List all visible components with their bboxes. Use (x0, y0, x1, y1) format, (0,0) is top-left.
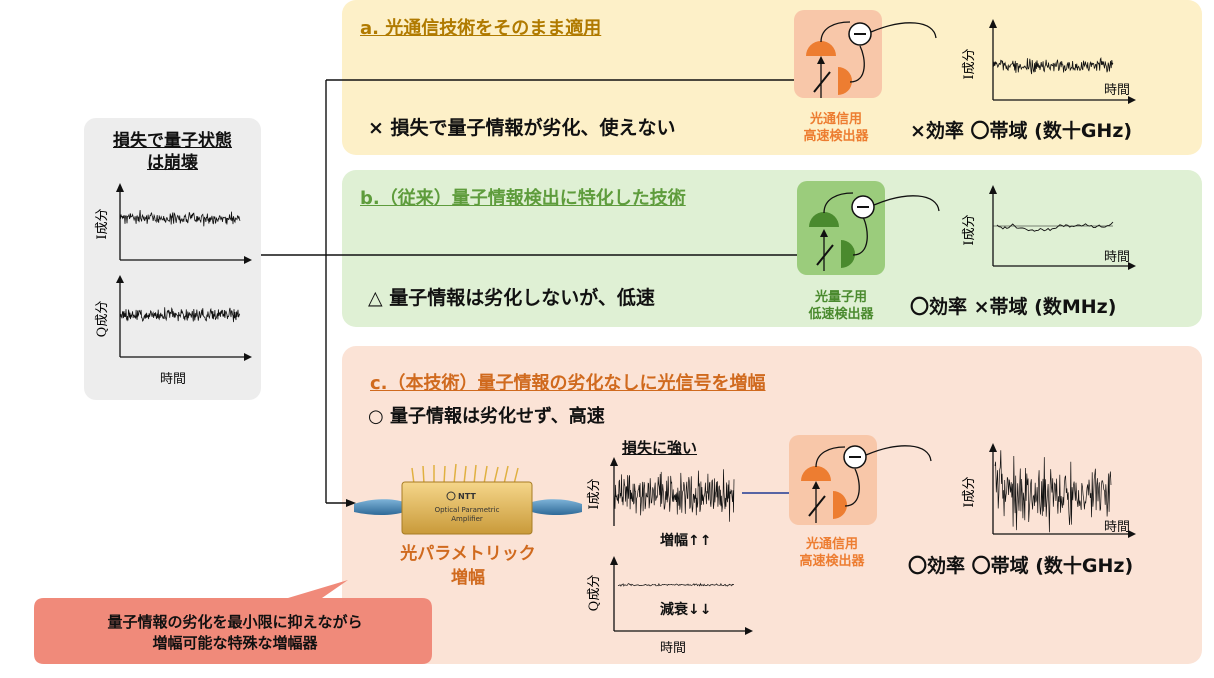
panel-a (342, 0, 1202, 155)
callout-line2: 増幅可能な特殊な増幅器 (152, 634, 318, 652)
photodiode-top-icon (809, 212, 839, 227)
panel-c-i-label: I成分 (587, 478, 602, 509)
panel-a-efficiency-band: ×効率 〇帯域 (数十GHz) (910, 120, 1133, 142)
panel-c-i-plot: I成分 (587, 457, 735, 526)
amplifier-brand: NTT (458, 492, 476, 501)
detector-c-label: 光通信用 高速検出器 (799, 537, 865, 569)
callout-text: 量子情報の劣化を最小限に抑えながら 増幅可能な特殊な増幅器 (34, 612, 436, 654)
amplifier-text-line1: Optical Parametric (435, 506, 500, 514)
panel-b (342, 170, 1202, 327)
input-x-label: 時間 (160, 372, 187, 387)
panel-b-result: △ 量子情報は劣化しないが、低速 (368, 287, 655, 309)
panel-b-heading: b.（従来）量子情報検出に特化した技術 (360, 188, 686, 209)
photodiode-right-icon (833, 491, 847, 519)
panel-b-x-label: 時間 (1104, 250, 1131, 265)
robust-label: 損失に強い (622, 439, 698, 457)
input-i-plot: I成分 (95, 183, 252, 264)
detector-c (801, 445, 932, 523)
panel-c-q-plot: Q成分 (587, 556, 753, 635)
panel-a-result: × 損失で量子情報が劣化、使えない (368, 117, 676, 139)
detector-a-label: 光通信用 高速検出器 (803, 112, 869, 144)
amplifier-device-image: NTT Optical Parametric Amplifier (354, 463, 582, 535)
panel-a-output-plot: I成分 (962, 19, 1136, 104)
attenuate-label: 減衰↓↓ (660, 602, 712, 618)
detector-b-label: 光量子用 低速検出器 (808, 290, 874, 322)
panel-b-output-plot: I成分 (962, 185, 1136, 270)
photodiode-top-icon (801, 466, 831, 481)
panel-c-q-label: Q成分 (587, 575, 602, 612)
input-q-label: Q成分 (95, 301, 110, 338)
photodiode-top-icon (806, 41, 836, 56)
panel-c-output-plot: I成分 (962, 443, 1136, 538)
panel-c-x-label: 時間 (660, 641, 687, 656)
photodiode-right-icon (838, 67, 852, 95)
input-i-label: I成分 (95, 208, 110, 239)
panel-b-y-label: I成分 (962, 214, 977, 245)
detector-a (806, 21, 937, 98)
callout-shape (34, 580, 432, 664)
input-title: 損失で量子状態 は崩壊 (84, 130, 261, 174)
input-state-box (84, 118, 261, 400)
amplifier-label: 光パラメトリック 増幅 (400, 544, 536, 588)
panel-b-efficiency-band: 〇効率 ×帯域 (数MHz) (910, 296, 1117, 318)
amplify-label: 増幅↑↑ (660, 533, 712, 549)
photodiode-right-icon (841, 240, 855, 268)
panel-a-y-label: I成分 (962, 48, 977, 79)
callout-line1: 量子情報の劣化を最小限に抑えながら (107, 613, 363, 631)
input-title-line2: は崩壊 (147, 153, 198, 173)
panel-c-heading: c.（本技術）量子情報の劣化なしに光信号を増幅 (370, 373, 766, 394)
panel-c-out-y-label: I成分 (962, 476, 977, 507)
detector-b (809, 192, 940, 271)
panel-a-heading: a. 光通信技術をそのまま適用 (360, 18, 602, 39)
panel-a-x-label: 時間 (1104, 83, 1131, 98)
amplifier-text-line2: Amplifier (451, 515, 483, 523)
panel-c-efficiency-band: 〇効率 〇帯域 (数十GHz) (908, 555, 1134, 577)
panel-c-result: ○ 量子情報は劣化せず、高速 (368, 406, 605, 427)
panel-c-out-x-label: 時間 (1104, 520, 1131, 535)
ntt-logo-icon (446, 491, 456, 501)
input-title-line1: 損失で量子状態 (113, 131, 232, 151)
input-q-plot: Q成分 (95, 275, 252, 361)
